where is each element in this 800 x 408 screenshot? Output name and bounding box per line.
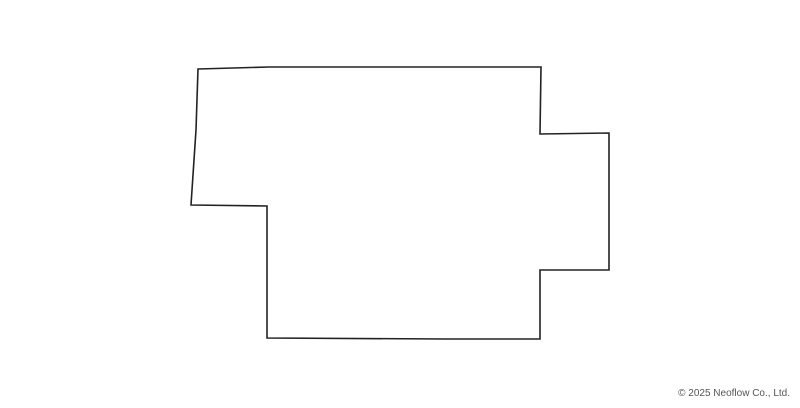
copyright-footer: © 2025 Neoflow Co., Ltd. — [678, 388, 790, 399]
floor-plan-outline — [190, 66, 610, 340]
